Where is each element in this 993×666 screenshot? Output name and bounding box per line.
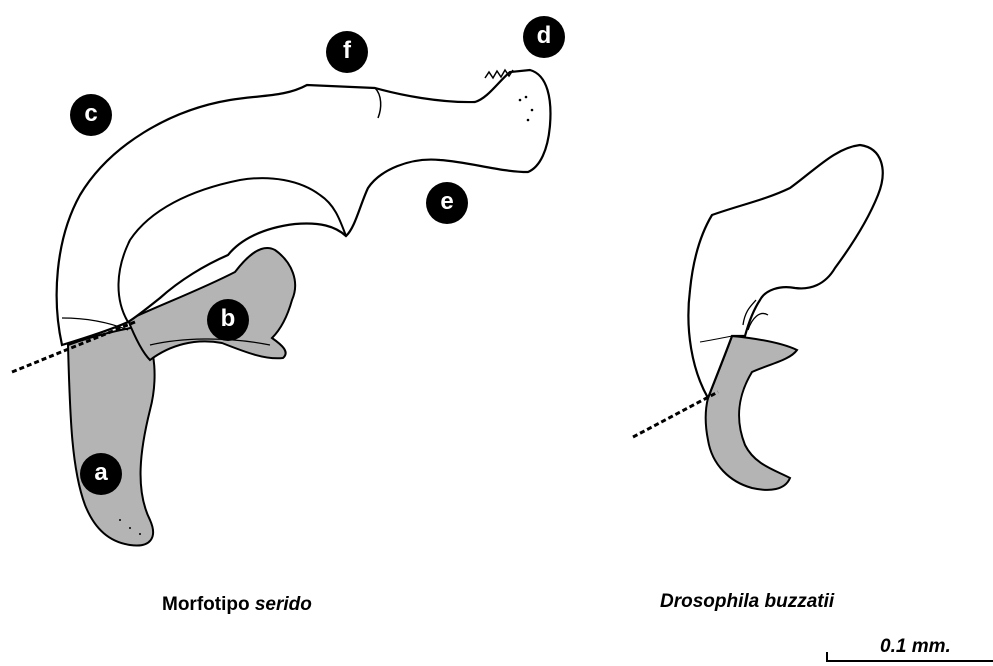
serido-dot: [527, 119, 530, 122]
serido-dot: [519, 99, 522, 102]
caption-serido-italic: serido: [255, 594, 312, 615]
scale-bar-label: 0.1 mm.: [880, 636, 951, 658]
caption-serido-regular: Morfotipo: [162, 594, 255, 615]
serido-body: [57, 70, 551, 345]
serido-dot: [129, 527, 131, 529]
caption-buzzatii: Drosophila buzzatii: [660, 591, 834, 613]
label-f: f: [326, 31, 368, 73]
serido-dot: [139, 533, 141, 535]
label-a: a: [80, 453, 122, 495]
label-c: c: [70, 94, 112, 136]
serido-dot: [531, 109, 534, 112]
label-d: d: [523, 16, 565, 58]
label-b: b: [207, 299, 249, 341]
serido-basal-apodeme: [68, 325, 155, 546]
serido-dot: [119, 519, 121, 521]
buzzatii-structure: [633, 145, 883, 490]
caption-buzzatii-italic: Drosophila buzzatii: [660, 591, 834, 612]
caption-serido: Morfotipo serido: [162, 594, 312, 616]
buzzatii-body: [688, 145, 882, 398]
serido-dot: [525, 96, 528, 99]
label-e: e: [426, 182, 468, 224]
